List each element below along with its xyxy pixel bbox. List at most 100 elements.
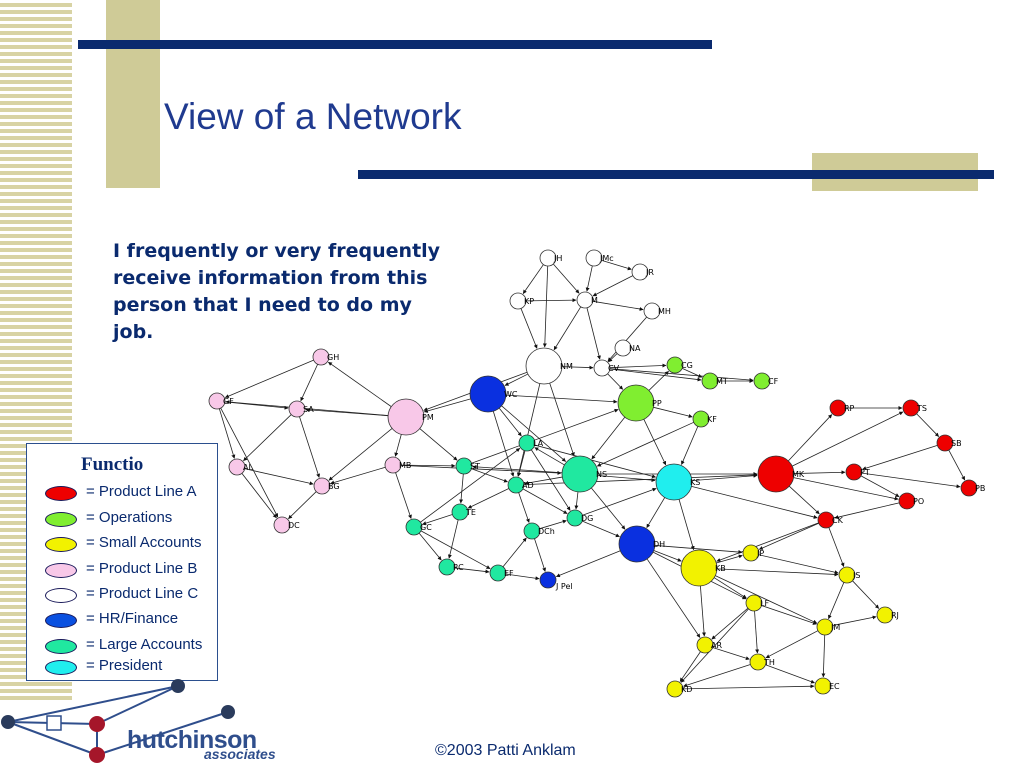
network-node [469, 375, 507, 413]
logo-subtitle: associates [204, 746, 276, 762]
network-node [816, 618, 834, 636]
network-node-label: LF [760, 599, 769, 608]
legend-swatch [45, 613, 77, 628]
network-node [829, 399, 847, 417]
network-node [692, 410, 710, 428]
network-node [838, 566, 856, 584]
network-node [228, 458, 246, 476]
network-node-label: KS [690, 478, 700, 487]
network-edge [561, 365, 594, 370]
legend-label: = Operations [86, 509, 173, 526]
network-edge [472, 464, 563, 474]
network-node [876, 606, 894, 624]
network-edge [501, 405, 566, 462]
logo-wordmark: hutchinson [127, 726, 257, 754]
network-node [757, 455, 795, 493]
network-edge [525, 298, 577, 303]
network-edge [716, 522, 819, 562]
network-edge [520, 308, 538, 349]
network-node-label: DH [653, 540, 665, 549]
network-node-label: DC [288, 521, 300, 530]
network-edge [300, 364, 319, 402]
network-edge [220, 407, 279, 518]
network-node [523, 522, 541, 540]
network-edge [420, 530, 491, 570]
network-node-label: JS [852, 571, 860, 580]
network-edge [711, 607, 749, 640]
network-edge [419, 428, 458, 461]
network-node-label: NM [560, 362, 573, 371]
network-edge [828, 527, 845, 567]
network-edge [680, 608, 749, 683]
network-node-label: JMc [599, 254, 614, 263]
network-edge [549, 382, 575, 457]
network-node-label: GH [327, 353, 339, 362]
legend-label: = Small Accounts [86, 534, 202, 551]
network-edge [552, 263, 580, 294]
network-node [539, 249, 557, 267]
network-edge [505, 394, 618, 404]
network-node-label: JR [645, 268, 654, 277]
network-node-label: KD [681, 685, 692, 694]
network-edge [243, 414, 292, 462]
network-node [507, 476, 525, 494]
network-edge [423, 398, 471, 413]
network-edge [699, 585, 707, 637]
network-edge [691, 485, 818, 519]
network-edge [517, 450, 526, 477]
network-edges [218, 259, 966, 690]
network-node-label: RC [453, 563, 464, 572]
network-edge [328, 361, 392, 407]
network-node-label: KB [715, 564, 726, 573]
network-edge [592, 275, 634, 297]
network-edge [653, 550, 682, 562]
network-edge [225, 400, 389, 416]
network-edge [534, 447, 565, 466]
network-edge [459, 473, 464, 504]
network-edge [492, 411, 515, 477]
network-node [438, 558, 456, 576]
network-edge [498, 407, 522, 437]
network-edge [653, 406, 693, 418]
network-edge [761, 605, 817, 625]
network-node-label: KP [524, 297, 534, 306]
network-edge [765, 630, 819, 659]
network-edge [916, 413, 940, 437]
network-edge [609, 363, 667, 369]
network-edge [224, 401, 289, 410]
network-node [489, 564, 507, 582]
network-edge [679, 651, 701, 682]
network-node [631, 263, 649, 281]
network-edge [862, 445, 938, 471]
network-node-label: NA [629, 344, 641, 353]
network-node [696, 636, 714, 654]
network-edge [682, 684, 815, 690]
network-edge [539, 519, 567, 530]
network-edge [601, 259, 632, 271]
legend-swatch [45, 512, 77, 527]
network-node-label: CF [768, 377, 779, 386]
network-edge [682, 367, 703, 378]
network-edge [582, 487, 657, 516]
network-node [701, 372, 719, 390]
network-node-label: PM [422, 413, 434, 422]
network-node-label: KF [707, 415, 717, 424]
network-edge [834, 502, 900, 520]
network-node-label: TH [763, 658, 775, 667]
network-node-label: BG [328, 482, 340, 491]
network-edge [758, 554, 839, 575]
network-edge [471, 408, 619, 464]
network-edge [681, 426, 699, 465]
network-edge [607, 316, 648, 362]
network-node [566, 509, 584, 527]
network-node-label: JH [553, 254, 562, 263]
legend-label: = Large Accounts [86, 636, 203, 653]
network-node-label: DCh [538, 527, 555, 536]
legend-label: = Product Line B [86, 560, 198, 577]
network-node [208, 392, 226, 410]
network-node [666, 680, 684, 698]
copyright-footer: ©2003 Patti Anklam [435, 742, 576, 759]
network-edge [607, 373, 624, 390]
network-edge [646, 558, 701, 638]
